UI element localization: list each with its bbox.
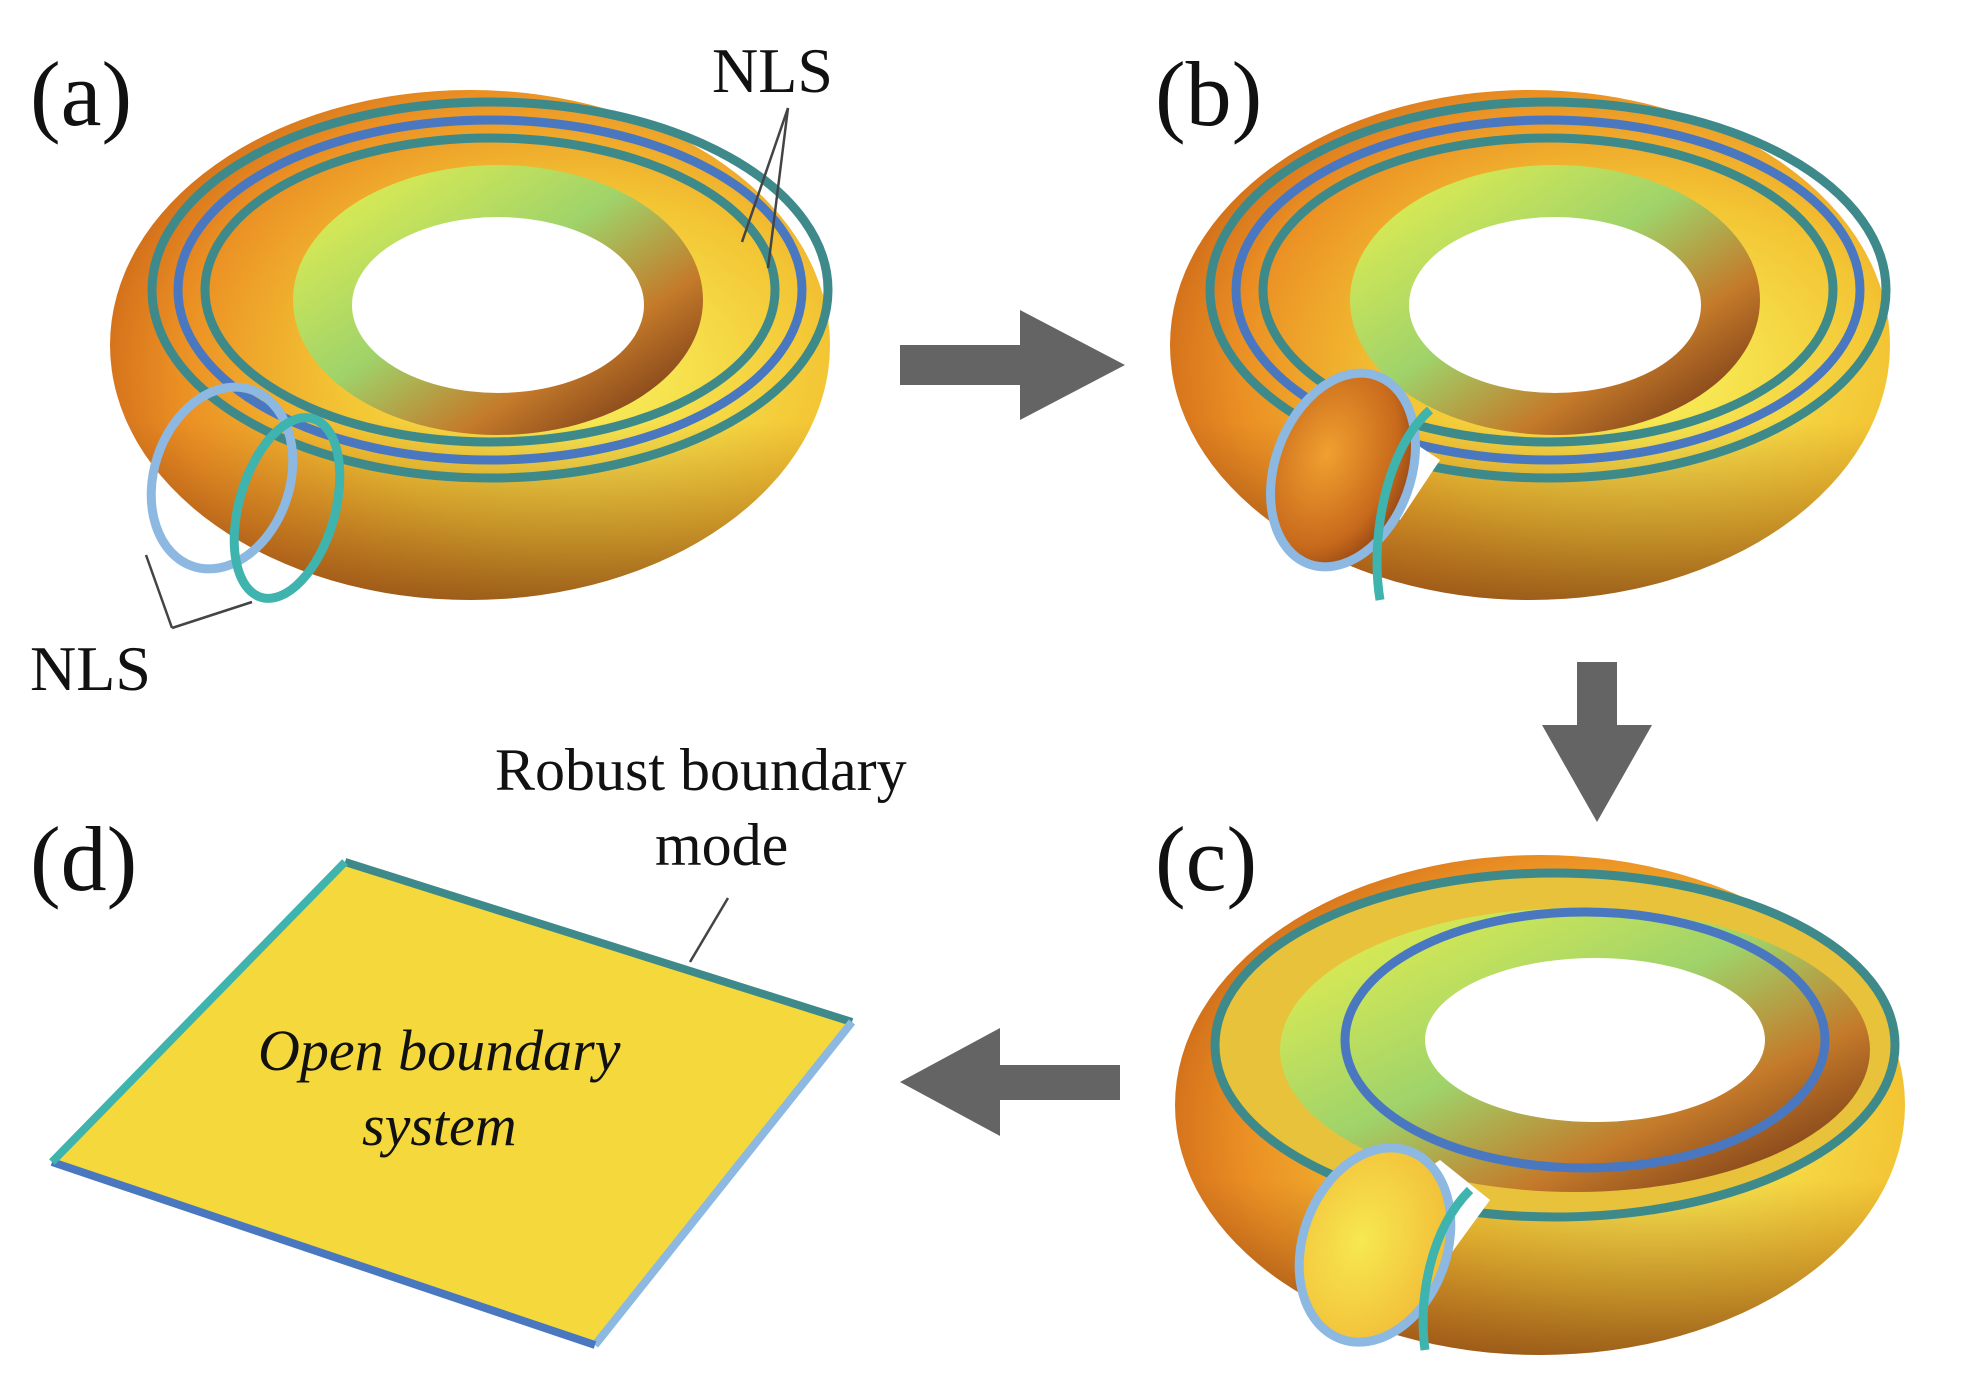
nls-loop-outer-a <box>147 97 833 483</box>
boundary-edge-right <box>591 1019 856 1348</box>
nls-leader-lines-bottom <box>144 554 253 630</box>
nls-label-bottom: NLS <box>30 633 151 704</box>
nls-meridian-cyan-a <box>229 413 345 603</box>
nls-loop-middle-a <box>173 115 807 465</box>
nls-loop-blue-c <box>1340 907 1830 1173</box>
panel-label-a: (a) <box>30 43 132 145</box>
open-system-label-line1: Open boundary <box>258 1018 621 1083</box>
arrow-down <box>1542 662 1652 822</box>
cut-face-c <box>1294 1143 1456 1347</box>
panel-label-d: (d) <box>30 808 137 910</box>
panel-label-b: (b) <box>1155 43 1262 145</box>
nls-loop-inner-a <box>200 133 780 447</box>
panel-label-c: (c) <box>1155 808 1257 910</box>
torus-c-hole <box>1425 958 1765 1122</box>
panel-c-torus <box>1175 855 1905 1355</box>
arrow-right <box>900 310 1125 420</box>
boundary-edge-bottom <box>50 1158 597 1349</box>
nls-label-top: NLS <box>712 35 833 106</box>
arrow-left <box>900 1028 1120 1136</box>
nls-loop-outer-b <box>1205 97 1891 483</box>
robust-mode-label-line1: Robust boundary <box>495 737 907 803</box>
boundary-edge-left <box>49 859 348 1165</box>
panel-d-sheet <box>49 858 856 1349</box>
nls-meridian-cyan-c <box>1418 1186 1474 1351</box>
open-system-label-line2: system <box>362 1093 517 1158</box>
nls-loop-middle-b <box>1231 115 1865 465</box>
robust-mode-label-line2: mode <box>655 812 788 878</box>
nls-loop-inner-b <box>1258 133 1838 447</box>
nls-leader-lines-top <box>740 107 790 269</box>
panel-a-torus <box>110 90 833 603</box>
open-boundary-sheet <box>52 862 852 1345</box>
boundary-edge-top <box>343 858 854 1026</box>
nls-meridian-light-a <box>146 382 298 574</box>
panel-b-torus <box>1170 90 1891 601</box>
nls-meridian-cyan-b <box>1372 406 1434 601</box>
robust-mode-leader <box>688 897 730 963</box>
